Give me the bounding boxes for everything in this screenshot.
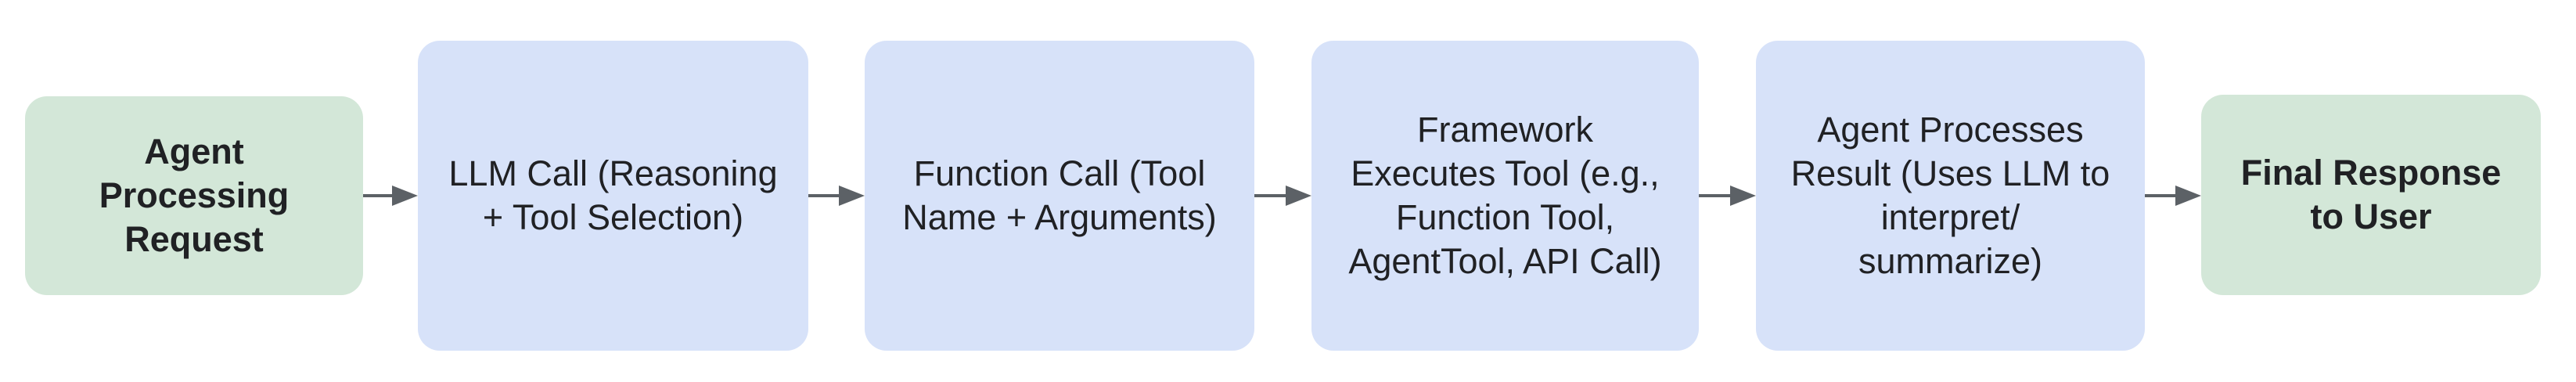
arrow-right-icon xyxy=(1699,186,1756,206)
arrow-head xyxy=(1730,186,1756,206)
flow-node-agent-processes-result: Agent Processes Result (Uses LLM to inte… xyxy=(1756,41,2145,351)
arrow-right-icon xyxy=(2145,186,2201,206)
arrow-right-icon xyxy=(808,186,865,206)
flow-node-agent-processing-request: Agent Processing Request xyxy=(25,96,363,295)
flow-node-final-response-to-user: Final Response to User xyxy=(2201,95,2541,295)
arrow-head xyxy=(839,186,865,206)
arrow-right-icon xyxy=(363,186,418,206)
node-label: Final Response to User xyxy=(2240,153,2502,236)
arrow-shaft xyxy=(363,194,392,197)
flow-node-llm-call: LLM Call (Reasoning + Tool Selection) xyxy=(418,41,808,351)
node-label: Agent Processing Request xyxy=(99,132,290,259)
arrow-head xyxy=(2175,186,2201,206)
arrow-shaft xyxy=(2145,194,2175,197)
node-label: LLM Call (Reasoning + Tool Selection) xyxy=(448,153,778,237)
arrow-head xyxy=(1286,186,1311,206)
arrow-shaft xyxy=(1699,194,1730,197)
arrow-shaft xyxy=(1254,194,1286,197)
node-label: Agent Processes Result (Uses LLM to inte… xyxy=(1790,110,2110,281)
flow-node-function-call: Function Call (Tool Name + Arguments) xyxy=(865,41,1254,351)
arrow-right-icon xyxy=(1254,186,1311,206)
arrow-head xyxy=(392,186,418,206)
node-label: Function Call (Tool Name + Arguments) xyxy=(902,153,1217,237)
arrow-shaft xyxy=(808,194,839,197)
flow-node-framework-executes-tool: Framework Executes Tool (e.g., Function … xyxy=(1311,41,1699,351)
node-label: Framework Executes Tool (e.g., Function … xyxy=(1348,110,1662,281)
